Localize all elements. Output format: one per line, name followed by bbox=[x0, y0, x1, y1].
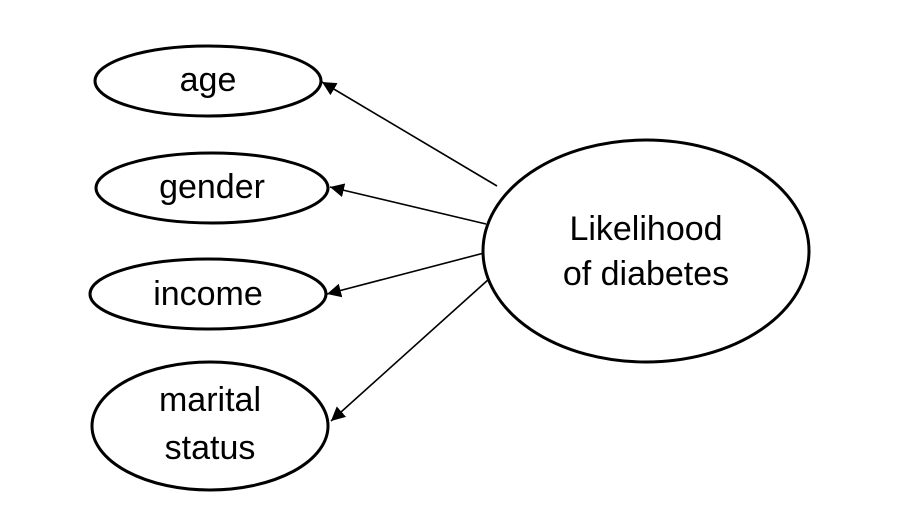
node-marital-status: marital status bbox=[90, 360, 330, 492]
arrow-to-gender bbox=[329, 183, 487, 225]
node-age-label: age bbox=[180, 61, 237, 99]
node-likelihood-label-line2: of diabetes bbox=[563, 255, 729, 293]
node-likelihood-label-line1: Likelihood bbox=[569, 210, 722, 248]
node-income: income bbox=[88, 257, 328, 331]
node-gender: gender bbox=[94, 151, 330, 225]
node-income-label: income bbox=[153, 275, 263, 313]
node-marital-label-line1: marital bbox=[159, 381, 261, 419]
arrow-to-age bbox=[321, 81, 498, 187]
node-likelihood-of-diabetes: Likelihood of diabetes bbox=[481, 138, 811, 364]
node-gender-label: gender bbox=[159, 168, 265, 206]
arrow-to-marital-status bbox=[330, 278, 490, 422]
arrow-to-income bbox=[326, 252, 485, 298]
node-age: age bbox=[93, 44, 323, 118]
node-marital-label-line2: status bbox=[165, 429, 256, 467]
